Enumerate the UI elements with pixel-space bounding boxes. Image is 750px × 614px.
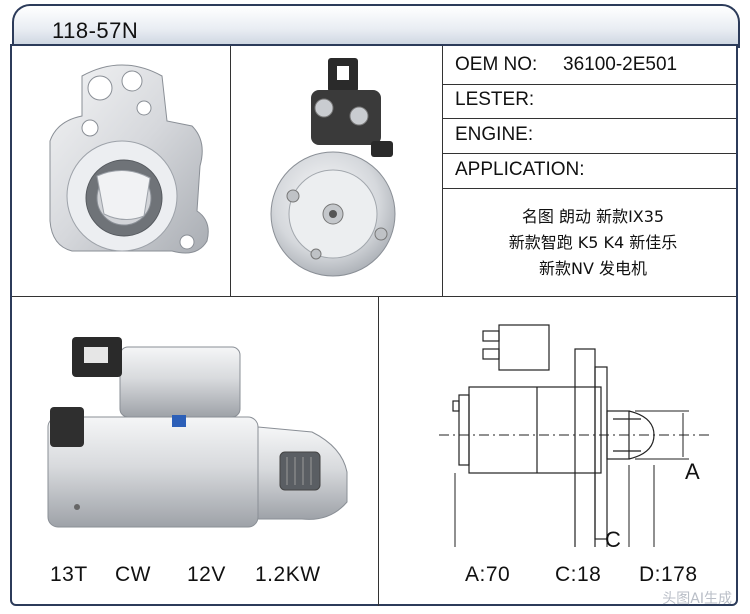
spec-row-line-3 [442, 153, 736, 154]
dimension-d-value: D:178 [639, 563, 698, 586]
divider-bottom [378, 296, 379, 606]
dimension-a-value: A:70 [465, 563, 511, 586]
application-line: 新款智跑 K5 K4 新佳乐 [508, 233, 678, 252]
dimension-c-value: C:18 [555, 563, 602, 586]
rotation-spec: CW [115, 563, 151, 586]
oem-label: OEM NO: [455, 54, 538, 75]
spec-row-line-4 [442, 188, 736, 189]
starter-flange-illustration [49, 64, 209, 254]
header-tab: 118-57N [12, 4, 740, 48]
lester-label: LESTER: [455, 89, 535, 110]
technical-drawing: A C D A:70 C:18 D:178 [379, 297, 736, 606]
product-sheet: OEM NO: 36100-2E501 LESTER: ENGINE: APPL… [10, 44, 738, 606]
teeth-spec: 13T [50, 563, 88, 586]
photo-flange-view [12, 46, 230, 296]
application-line: 名图 朗动 新款IX35 [521, 207, 665, 226]
application-list: 名图 朗动 新款IX35 新款智跑 K5 K4 新佳乐 新款NV 发电机 [443, 204, 736, 282]
photo-side-view: 13T CW 12V 1.2KW [12, 297, 378, 606]
divider-top-left [230, 46, 231, 296]
part-number: 118-57N [52, 18, 139, 43]
starter-rear-illustration [270, 58, 396, 277]
divider-middle [12, 296, 736, 297]
voltage-spec: 12V [187, 563, 226, 586]
application-label: APPLICATION: [455, 159, 585, 180]
starter-side-illustration [47, 337, 348, 528]
photo-rear-view [231, 46, 442, 296]
power-spec: 1.2KW [255, 563, 321, 586]
divider-top-right [442, 46, 443, 296]
dimension-label-c: C [605, 527, 621, 547]
spec-row-line-1 [442, 84, 736, 85]
dimension-label-a: A [685, 459, 700, 484]
watermark: 头图AI生成 [662, 591, 732, 607]
engine-label: ENGINE: [455, 124, 534, 145]
spec-row-line-2 [442, 118, 736, 119]
dimension-diagram: A C D [439, 324, 709, 583]
application-line: 新款NV 发电机 [538, 259, 647, 278]
oem-value: 36100-2E501 [563, 54, 678, 75]
spec-table: OEM NO: 36100-2E501 LESTER: ENGINE: APPL… [443, 46, 736, 296]
